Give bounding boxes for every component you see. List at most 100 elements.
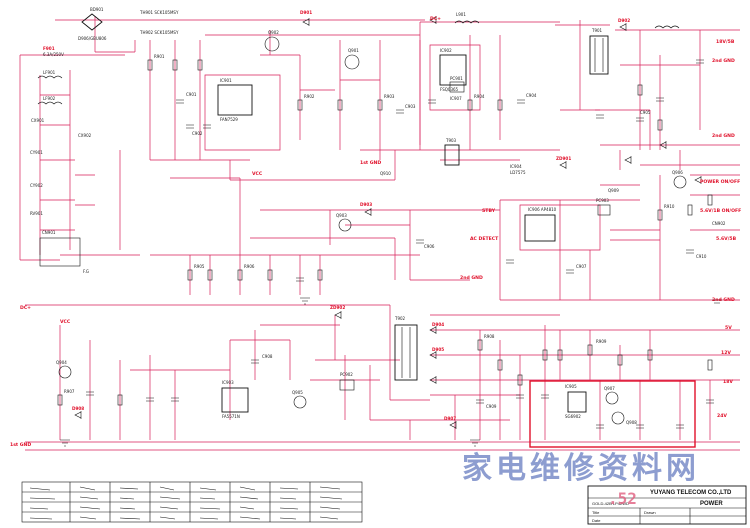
label-cn902: CN902 xyxy=(712,221,726,226)
net-2nd-gnd-c: 2nd GND xyxy=(460,275,483,281)
net-5v-stb: 5.6V/1B ON/OFF xyxy=(700,208,741,214)
transistor-q905 xyxy=(293,395,307,409)
label-r909: R909 xyxy=(596,339,607,344)
inductor-l902 xyxy=(654,25,680,29)
ic902-chip xyxy=(439,54,467,86)
label-ic905-part: SG6902 xyxy=(565,414,581,419)
label-d907: D907 xyxy=(444,416,456,421)
connector-cn901 xyxy=(39,237,81,267)
transformer-t903 xyxy=(444,144,460,166)
label-q905: Q905 xyxy=(292,390,303,395)
net-dc-plus-top: DC+ xyxy=(430,16,441,22)
label-cy902: CY902 xyxy=(30,183,43,188)
mosfet-q902 xyxy=(264,36,280,52)
ic903-chip xyxy=(221,387,249,413)
transformer-t902 xyxy=(394,324,418,381)
label-ic905: IC905 xyxy=(565,384,577,389)
label-ic904-part: LD7575 xyxy=(510,170,526,175)
label-c903: C903 xyxy=(405,104,416,109)
label-q903: Q903 xyxy=(336,213,347,218)
label-r905: R905 xyxy=(194,264,205,269)
component-labels: BD901 D906/GBU806 TH901 SCK105MSY TH902 … xyxy=(30,7,726,425)
label-r908: R908 xyxy=(484,334,495,339)
label-t901: T901 xyxy=(591,28,603,33)
label-c902: C902 xyxy=(192,131,203,136)
top-wiring xyxy=(19,16,740,301)
label-d904: D904 xyxy=(432,322,444,327)
label-pc903: PC903 xyxy=(596,198,609,203)
net-24v: 24V xyxy=(717,413,727,419)
label-th901: TH901 SCK105MSY xyxy=(139,10,179,15)
label-c906: C906 xyxy=(424,244,435,249)
label-q904: Q904 xyxy=(56,360,67,365)
label-q907: Q907 xyxy=(604,386,615,391)
title-model: GOLD-42B LP42WD xyxy=(592,501,629,506)
optocoupler-pc902 xyxy=(339,379,355,391)
inductor-l901 xyxy=(454,20,480,24)
net-18v-b: 18V xyxy=(723,379,733,385)
label-ic902: IC902 xyxy=(440,48,452,53)
title-power: POWER xyxy=(700,501,723,507)
net-stby: STBY xyxy=(482,208,496,214)
label-q902: Q902 xyxy=(268,30,279,35)
watermark-url: .52 xyxy=(608,489,637,508)
net-labels: DC+ DC+ VCC VCC 18V/5B 2nd GND 2nd GND 2… xyxy=(10,16,741,448)
net-1st-gnd-bottom: 1st GND xyxy=(10,442,31,448)
label-c904: C904 xyxy=(526,93,537,98)
label-bd901: BD901 xyxy=(90,7,104,12)
label-c905: C905 xyxy=(640,110,651,115)
optocoupler-pc901 xyxy=(449,81,465,93)
transistor-q904 xyxy=(58,365,72,379)
bridge-rectifier xyxy=(81,13,103,31)
bottom-wiring xyxy=(25,304,740,451)
label-d901: D901 xyxy=(300,10,312,15)
net-vcc-bottom: VCC xyxy=(60,319,71,325)
revision-table xyxy=(21,481,363,523)
label-l901: L901 xyxy=(456,12,466,17)
label-ic901-part: FAN7529 xyxy=(220,117,238,122)
net-2nd-gnd-a: 2nd GND xyxy=(712,58,735,64)
label-r910: R910 xyxy=(664,204,675,209)
net-5v-vsb: 5.6V/5B xyxy=(716,236,737,242)
label-c908: C908 xyxy=(262,354,273,359)
label-t903: T903 xyxy=(445,138,457,143)
ic901-chip xyxy=(217,84,253,116)
label-rv901: RV901 xyxy=(30,211,43,216)
net-18v: 18V/5B xyxy=(716,39,735,45)
label-t902: T902 xyxy=(394,316,406,321)
label-ic907: IC907 xyxy=(450,96,462,101)
transistor-q907 xyxy=(605,391,619,405)
label-cx902: CX902 xyxy=(78,133,92,138)
optocoupler-pc903 xyxy=(597,204,611,216)
label-ic904: IC904 xyxy=(510,164,522,169)
net-ac-detect: AC DETECT xyxy=(470,236,499,242)
label-c910: C910 xyxy=(696,254,707,259)
label-c907: C907 xyxy=(576,264,587,269)
label-r904: R904 xyxy=(474,94,485,99)
label-r907: R907 xyxy=(64,389,75,394)
label-lf902: LF902 xyxy=(43,96,56,101)
net-1st-gnd-top: 1st GND xyxy=(360,160,381,166)
net-2nd-gnd-d: 2nd GND xyxy=(712,297,735,303)
label-f901: F901 xyxy=(43,46,55,51)
net-dc-plus-bottom: DC+ xyxy=(20,305,31,311)
net-power-onoff: POWER ON/OFF xyxy=(700,179,740,185)
net-5v: 5V xyxy=(725,325,732,331)
label-ic903-part: FA5571N xyxy=(222,414,240,419)
label-r903: R903 xyxy=(384,94,395,99)
label-d908: D908 xyxy=(72,406,84,411)
label-r902: R902 xyxy=(304,94,315,99)
label-th902: TH902 SCK105MSY xyxy=(139,30,179,35)
label-ic901: IC901 xyxy=(220,78,232,83)
label-c901: C901 xyxy=(186,92,197,97)
label-q908: Q908 xyxy=(626,420,637,425)
label-pc901: PC901 xyxy=(450,76,463,81)
label-zd902: ZD902 xyxy=(330,305,345,310)
label-ic903: IC903 xyxy=(222,380,234,385)
title-row-title: Title xyxy=(592,510,600,515)
label-cx901: CX901 xyxy=(31,118,45,123)
net-fg: F.G xyxy=(83,269,89,274)
inductor-lf901 xyxy=(37,75,63,79)
